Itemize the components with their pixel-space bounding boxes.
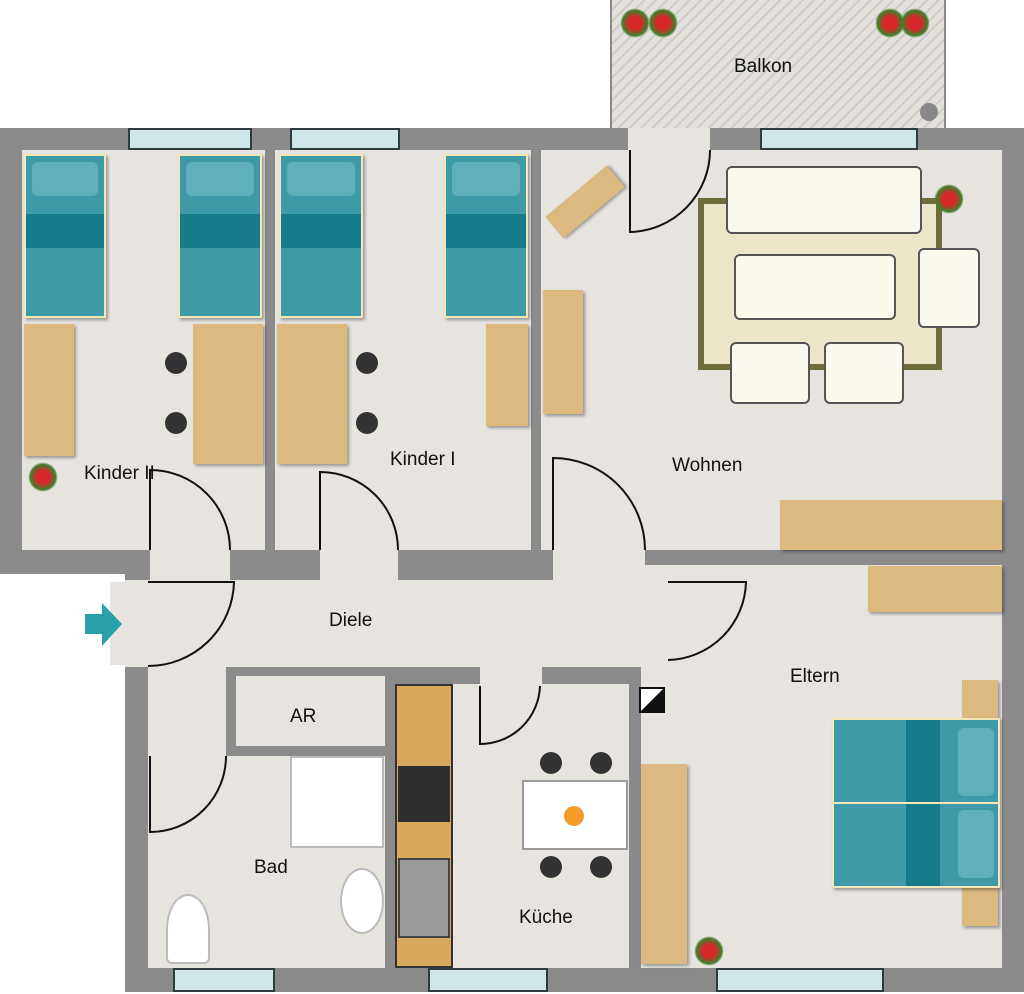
door-wohnen	[552, 456, 646, 551]
door-openings	[553, 548, 645, 582]
label-wohnen: Wohnen	[672, 455, 743, 476]
chair	[356, 352, 378, 374]
window	[716, 968, 884, 992]
bed	[279, 154, 363, 318]
double-bed	[832, 718, 1000, 888]
kitchen-sink	[398, 858, 450, 938]
shower-tray	[290, 756, 384, 848]
nightstand	[962, 680, 998, 720]
desk	[277, 324, 347, 464]
label-kinder-ii: Kinder II	[84, 463, 155, 484]
door-entrance	[147, 581, 236, 667]
door-openings	[148, 665, 226, 679]
door-openings	[480, 665, 542, 687]
chair	[165, 412, 187, 434]
door-kueche	[479, 685, 541, 746]
door-balkon	[629, 149, 711, 234]
sideboard	[780, 500, 1002, 550]
plant-icon	[28, 462, 58, 492]
label-kinder-i: Kinder I	[390, 449, 456, 470]
chair	[356, 412, 378, 434]
chair	[590, 856, 612, 878]
room-eltern-corridor	[660, 565, 680, 667]
chair	[540, 752, 562, 774]
sink	[340, 868, 384, 934]
shelf	[543, 290, 583, 414]
bed	[178, 154, 262, 318]
fruit-bowl	[564, 806, 584, 826]
sofa	[726, 166, 922, 234]
dresser	[868, 566, 1002, 612]
label-balkon: Balkon	[734, 56, 793, 77]
plant-icon	[648, 8, 678, 38]
label-diele: Diele	[329, 610, 373, 631]
door-openings	[150, 548, 230, 582]
label-bad: Bad	[254, 857, 288, 878]
chair	[540, 856, 562, 878]
toilet	[166, 894, 210, 964]
armchair	[918, 248, 980, 328]
door-openings	[320, 548, 398, 582]
armchair	[824, 342, 904, 404]
door-kinder-i	[319, 470, 399, 551]
plant-icon	[934, 184, 964, 214]
door-kinder-ii	[149, 468, 231, 551]
coffee-table	[734, 254, 896, 320]
plant-icon	[694, 936, 724, 966]
label-ar: AR	[290, 706, 317, 727]
bed	[444, 154, 528, 318]
plant-icon	[900, 8, 930, 38]
balcony-drain	[920, 103, 938, 121]
door-eltern	[667, 581, 748, 661]
door-bad	[149, 755, 227, 834]
wardrobe	[641, 764, 687, 964]
nightstand	[962, 886, 998, 926]
wardrobe	[486, 324, 528, 426]
chair	[165, 352, 187, 374]
window	[173, 968, 275, 992]
window	[290, 128, 400, 150]
entrance-arrow-icon	[85, 603, 122, 646]
chair	[590, 752, 612, 774]
label-eltern: Eltern	[790, 666, 840, 687]
stove	[398, 766, 450, 822]
armchair	[730, 342, 810, 404]
window	[760, 128, 918, 150]
door-openings	[628, 128, 710, 152]
wardrobe	[24, 324, 74, 456]
room-ar	[236, 676, 385, 746]
label-kueche: Küche	[519, 907, 573, 928]
window	[428, 968, 548, 992]
bed	[24, 154, 106, 318]
desk	[193, 324, 263, 464]
room-diele	[125, 580, 665, 667]
plant-icon	[620, 8, 650, 38]
chimney-icon	[639, 687, 665, 713]
window	[128, 128, 252, 150]
